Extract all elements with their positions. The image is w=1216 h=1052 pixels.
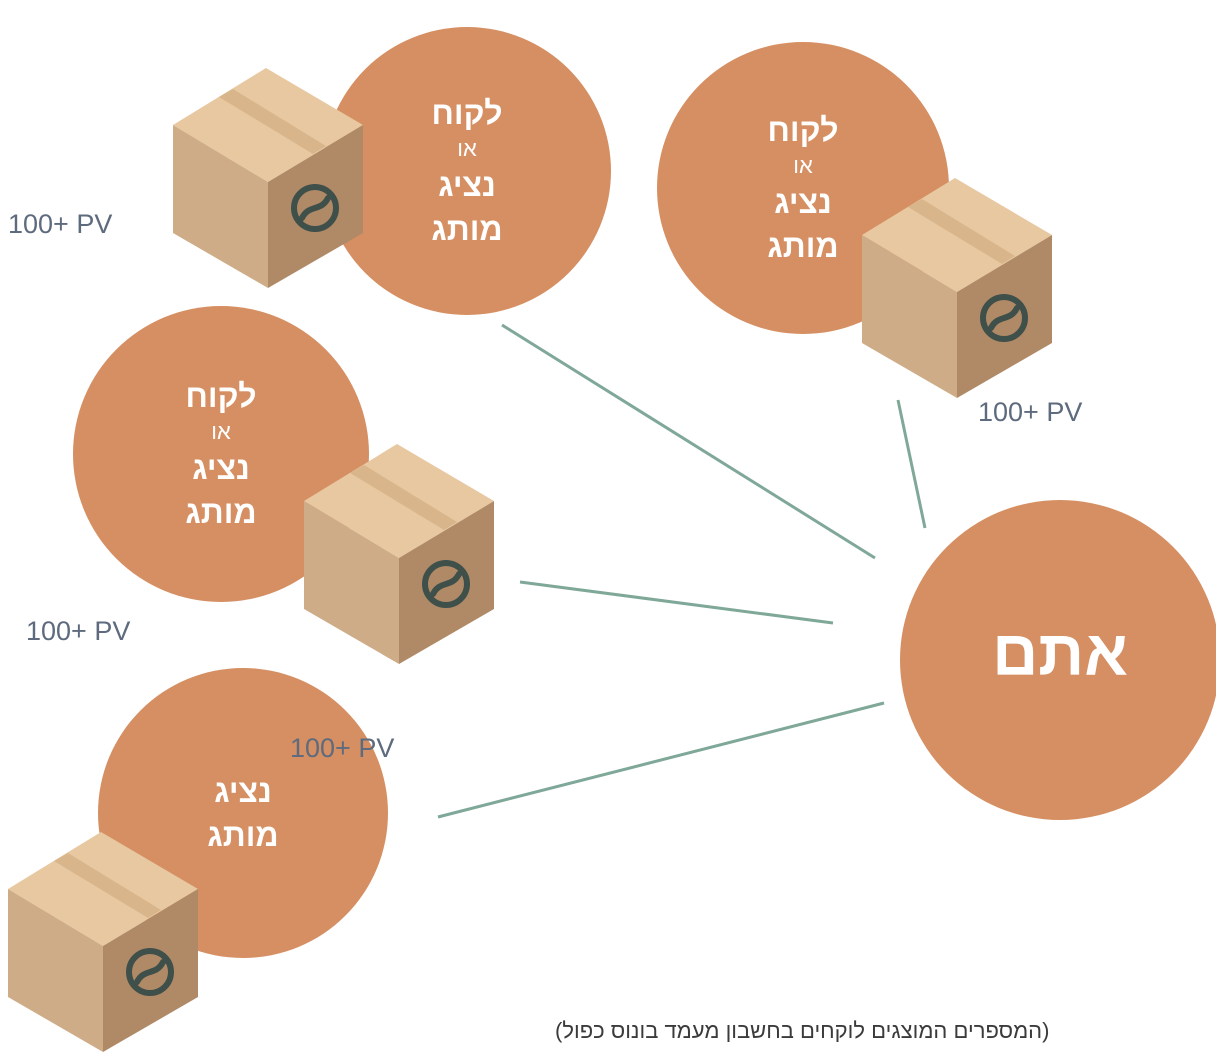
pv-label-4: 100+ PV	[290, 733, 395, 763]
node-circle-1: לקוח או נציג מותג	[323, 27, 611, 315]
center-label: אתם	[992, 617, 1128, 689]
brand-logo-icon	[291, 184, 339, 232]
footnote: (המספרים המוצגים לוקחים בחשבון מעמד בונו…	[555, 1018, 1050, 1043]
box-icon-4	[8, 832, 198, 1052]
connector-line	[437, 701, 885, 819]
pv-label-3: 100+ PV	[26, 616, 131, 646]
pv-label-2: 100+ PV	[978, 397, 1083, 427]
node-label-brand: נציג	[774, 184, 832, 220]
node-label-brand: נציג	[192, 450, 250, 486]
node-label-brand: נציג	[214, 773, 272, 809]
node-label-or: או	[457, 136, 477, 161]
connector-line	[501, 323, 876, 560]
node-label-rep: מותג	[185, 494, 257, 530]
brand-logo-icon	[980, 294, 1028, 342]
node-label-rep: מותג	[207, 817, 279, 853]
box-icon-1	[173, 68, 363, 288]
brand-logo-icon	[422, 560, 470, 608]
node-circle-2: לקוח או נציג מותג	[657, 42, 949, 334]
node-label-customer: לקוח	[767, 112, 839, 148]
connector-line	[896, 399, 927, 529]
connector-line	[519, 580, 834, 625]
node-label-or: או	[793, 153, 813, 178]
pv-label-1: 100+ PV	[8, 209, 113, 239]
brand-logo-icon	[126, 948, 174, 996]
node-label-rep: מותג	[431, 211, 503, 247]
node-label-customer: לקוח	[431, 95, 503, 131]
box-icon-3	[304, 444, 494, 664]
node-label-or: או	[211, 419, 231, 444]
node-label-rep: מותג	[767, 228, 839, 264]
center-circle-you: אתם	[900, 500, 1216, 820]
box-icon-2	[862, 178, 1052, 398]
node-label-customer: לקוח	[185, 378, 257, 414]
node-label-brand: נציג	[438, 167, 496, 203]
